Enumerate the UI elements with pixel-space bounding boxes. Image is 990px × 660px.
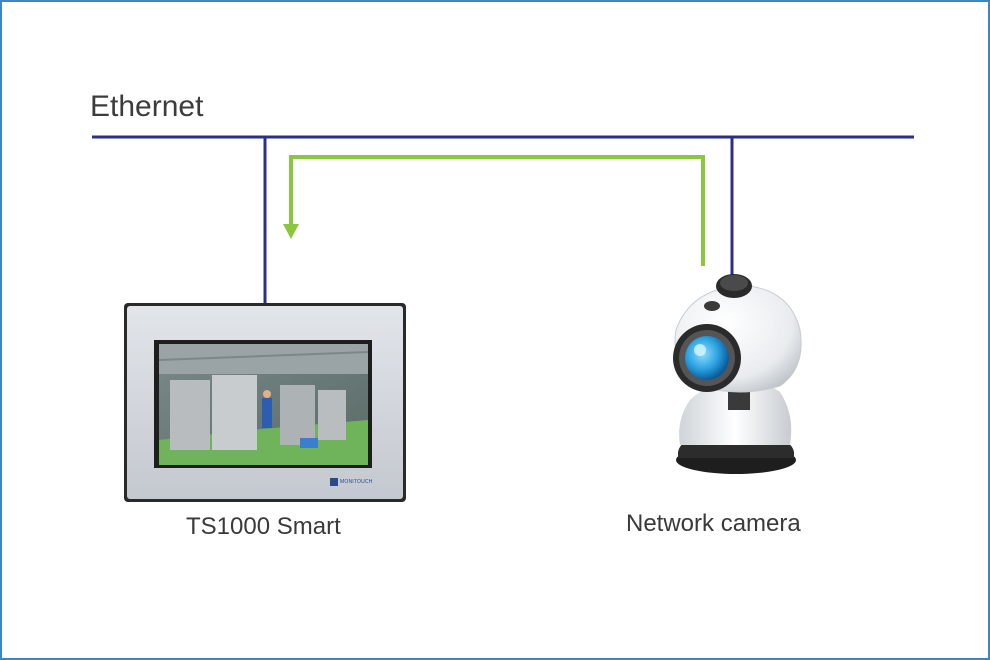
camera-device-label: Network camera — [626, 510, 801, 537]
touch-panel-icon — [124, 303, 406, 502]
webcam-icon — [673, 274, 802, 474]
hmi-brand-text: MONITOUCH — [340, 479, 373, 485]
arrow-down-icon — [283, 224, 299, 239]
ethernet-label: Ethernet — [90, 90, 204, 123]
video-flow-path — [289, 155, 705, 266]
hmi-device-label: TS1000 Smart — [186, 513, 341, 540]
